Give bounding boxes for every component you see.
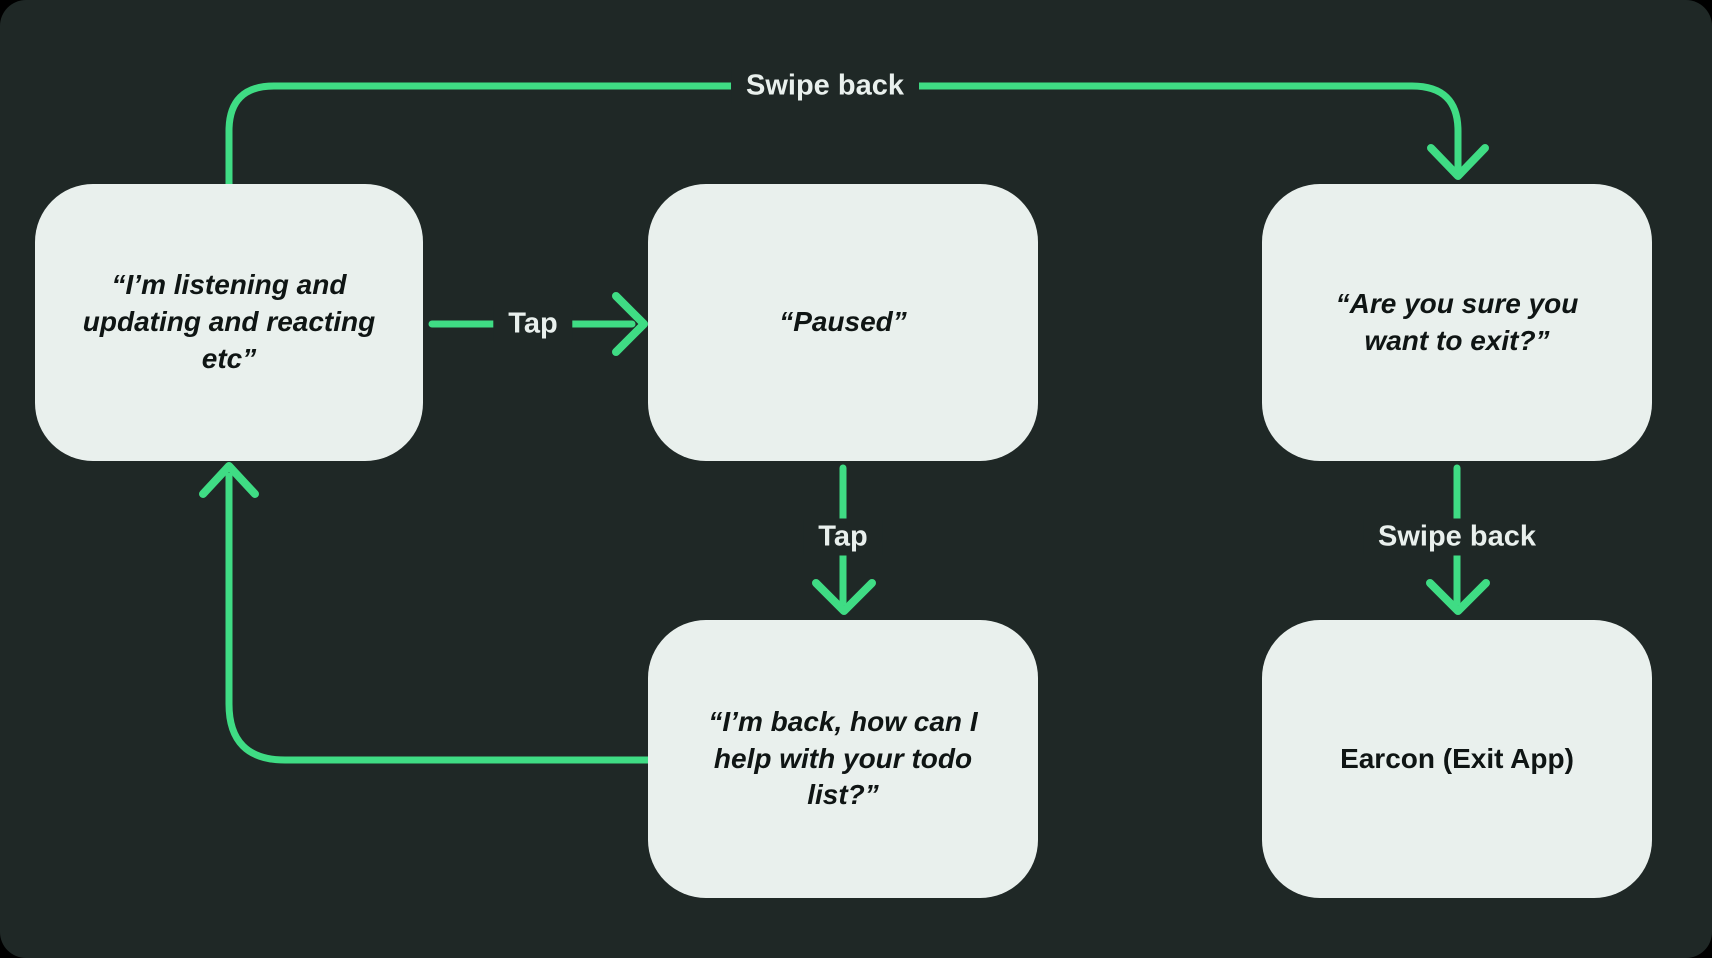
node-listening: “I’m listening and updating and reacting… xyxy=(35,184,423,461)
node-exit-confirm-text: “Are you sure you want to exit?” xyxy=(1335,287,1579,356)
node-exit-confirm: “Are you sure you want to exit?” xyxy=(1262,184,1652,461)
node-paused-text: “Paused” xyxy=(779,306,907,338)
arrow-return-to-listening xyxy=(199,462,652,764)
arrowhead-up-icon xyxy=(199,462,259,498)
arrowhead-right-icon xyxy=(612,292,648,356)
node-paused: “Paused” xyxy=(648,184,1038,461)
arrowhead-down-icon xyxy=(812,579,876,615)
arrowhead-down-icon xyxy=(1427,144,1489,180)
node-earcon: Earcon (Exit App) xyxy=(1262,620,1652,898)
node-back-text: “I’m back, how can I help with your todo… xyxy=(708,705,978,811)
arrowhead-down-icon xyxy=(1426,579,1490,615)
edge-label-tap-resume: Tap xyxy=(803,518,883,556)
edge-label-swipe-back-top: Swipe back xyxy=(731,67,919,105)
node-back: “I’m back, how can I help with your todo… xyxy=(648,620,1038,898)
node-earcon-text: Earcon (Exit App) xyxy=(1340,742,1574,774)
edge-label-swipe-back-exit: Swipe back xyxy=(1363,518,1551,556)
edge-label-tap-pause: Tap xyxy=(493,305,573,343)
node-listening-text: “I’m listening and updating and reacting… xyxy=(82,269,376,374)
